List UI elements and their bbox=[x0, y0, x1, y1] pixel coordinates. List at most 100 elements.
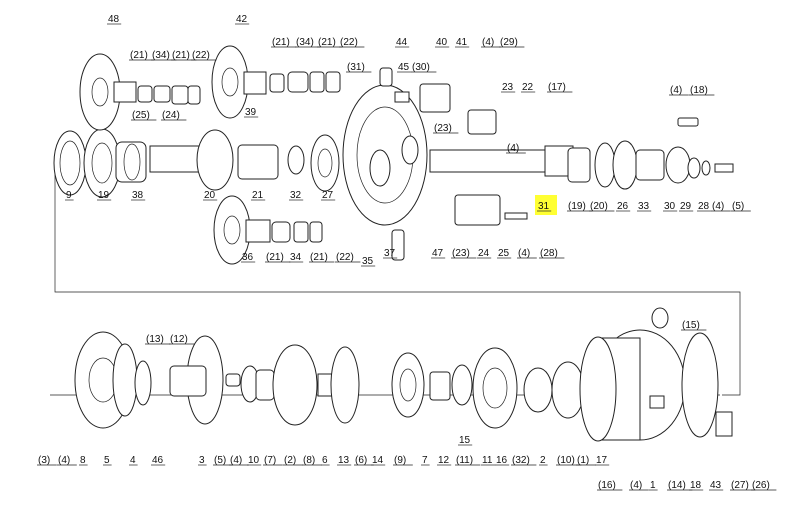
callout-lower-11-25: 11 bbox=[482, 455, 493, 466]
callout-lower-2-14: (2) bbox=[284, 455, 296, 466]
callout-lower-46-8: 46 bbox=[152, 455, 164, 466]
callout-lower-1-34: 1 bbox=[650, 480, 656, 491]
block-23 bbox=[467, 109, 497, 135]
callout-upper-42-5: 42 bbox=[236, 14, 248, 25]
callout-upper-44-10: 44 bbox=[396, 37, 408, 48]
ring-28 bbox=[701, 160, 711, 176]
callout-upper-4-42: (4) bbox=[712, 201, 724, 212]
callout-lower-13-17: 13 bbox=[338, 455, 350, 466]
callout-upper-31-15: (31) bbox=[347, 62, 365, 73]
flange-18 bbox=[681, 332, 719, 438]
cover-27 bbox=[310, 134, 340, 192]
callout-upper-24-25: (24) bbox=[162, 110, 180, 121]
gear-16 bbox=[472, 347, 518, 429]
callout-upper-21-32: 21 bbox=[252, 190, 264, 201]
plug-35 bbox=[391, 229, 405, 261]
callout-upper-17-20: (17) bbox=[548, 82, 566, 93]
gear-42 bbox=[211, 45, 249, 119]
callout-upper-20-36: (20) bbox=[590, 201, 608, 212]
callout-lower-18-36: 18 bbox=[690, 480, 702, 491]
plate-45 bbox=[394, 91, 410, 103]
highlight-box-31 bbox=[535, 195, 557, 215]
callout-lower-6-16: 6 bbox=[322, 455, 328, 466]
callout-lower-4-33: (4) bbox=[630, 480, 642, 491]
callout-upper-37-51: 37 bbox=[384, 248, 396, 259]
callout-lower-7-13: (7) bbox=[264, 455, 276, 466]
callout-upper-21-8: (21) bbox=[318, 37, 336, 48]
sleeve-21 bbox=[237, 144, 279, 180]
ring-11 bbox=[451, 364, 473, 406]
callout-upper-23-53: (23) bbox=[452, 248, 470, 259]
callout-lower-8-5: 8 bbox=[80, 455, 86, 466]
callout-lower-15-24: 15 bbox=[459, 435, 471, 446]
callout-upper-19-29: 19 bbox=[98, 190, 110, 201]
ring-20-right bbox=[594, 142, 616, 188]
callout-lower-13-1: (13) bbox=[146, 334, 164, 345]
callout-upper-21-1: (21) bbox=[130, 50, 148, 61]
bracket-43 bbox=[715, 411, 733, 437]
callout-upper-4-13: (4) bbox=[482, 37, 494, 48]
callout-lower-11-23: (11) bbox=[456, 455, 473, 466]
ring-29 bbox=[687, 157, 701, 179]
callout-lower-32-27: (32) bbox=[512, 455, 530, 466]
bolt-18 bbox=[677, 117, 699, 127]
callout-upper-20-31: 20 bbox=[204, 190, 216, 201]
callout-upper-21-46: (21) bbox=[266, 252, 284, 263]
callout-lower-3-9: 3 bbox=[199, 455, 205, 466]
callout-upper-4-21: (4) bbox=[670, 85, 682, 96]
callout-upper-33-38: 33 bbox=[638, 201, 650, 212]
callout-upper-21-48: (21) bbox=[310, 252, 328, 263]
callout-upper-26-37: 26 bbox=[617, 201, 629, 212]
spline-12 bbox=[429, 371, 451, 401]
long-shaft-31 bbox=[429, 149, 551, 173]
shaft-36 bbox=[245, 219, 271, 243]
callout-lower-8-15: (8) bbox=[303, 455, 315, 466]
callout-upper-48-0: 48 bbox=[108, 14, 120, 25]
callout-upper-5-43: (5) bbox=[732, 201, 744, 212]
bolt-5 bbox=[714, 163, 734, 173]
callout-lower-12-2: (12) bbox=[170, 334, 188, 345]
callout-upper-25-55: 25 bbox=[498, 248, 510, 259]
callout-upper-29-14: (29) bbox=[500, 37, 518, 48]
shaft-48 bbox=[113, 81, 137, 103]
callout-upper-47-52: 47 bbox=[432, 248, 444, 259]
bolt-28 bbox=[504, 212, 528, 220]
assembly-connector-line bbox=[54, 160, 741, 396]
bearing-33 bbox=[635, 149, 665, 181]
callout-lower-14-35: (14) bbox=[668, 480, 686, 491]
callout-upper-9-28: 9 bbox=[66, 190, 72, 201]
callout-upper-32-33: 32 bbox=[290, 190, 302, 201]
callout-lower-5-6: 5 bbox=[104, 455, 110, 466]
ring-32 bbox=[287, 145, 305, 175]
callout-lower-2-28: 2 bbox=[540, 455, 546, 466]
callout-upper-23-18: 23 bbox=[502, 82, 514, 93]
callout-upper-36-45: 36 bbox=[242, 252, 254, 263]
callout-lower-16-26: 16 bbox=[496, 455, 508, 466]
callout-upper-22-4: (22) bbox=[192, 50, 210, 61]
callout-lower-4-11: (4) bbox=[230, 455, 242, 466]
callout-upper-23-26: (23) bbox=[434, 123, 452, 134]
callout-lower-17-31: 17 bbox=[596, 455, 608, 466]
callout-upper-27-34: 27 bbox=[322, 190, 334, 201]
callout-upper-45-16: 45 bbox=[398, 62, 410, 73]
callout-lower-12-22: 12 bbox=[438, 455, 450, 466]
disc-6 bbox=[272, 344, 318, 426]
callout-upper-18-22: (18) bbox=[690, 85, 708, 96]
ring-17 bbox=[551, 361, 585, 419]
eye-bolt-15 bbox=[651, 307, 669, 329]
callout-upper-34-47: 34 bbox=[290, 252, 302, 263]
callout-upper-35-50: 35 bbox=[362, 256, 374, 267]
bearing-19-right bbox=[567, 147, 591, 183]
callout-lower-9-20: (9) bbox=[394, 455, 406, 466]
callout-upper-28-57: (28) bbox=[540, 248, 558, 259]
callout-lower-15-0: (15) bbox=[682, 320, 700, 331]
callout-upper-31-44: 31 bbox=[538, 201, 550, 212]
plug-44 bbox=[379, 67, 393, 87]
callout-lower-14-19: 14 bbox=[372, 455, 384, 466]
callout-lower-43-37: 43 bbox=[710, 480, 722, 491]
callout-upper-28-41: 28 bbox=[698, 201, 710, 212]
callout-lower-4-4: (4) bbox=[58, 455, 70, 466]
bearing-38 bbox=[115, 141, 147, 183]
